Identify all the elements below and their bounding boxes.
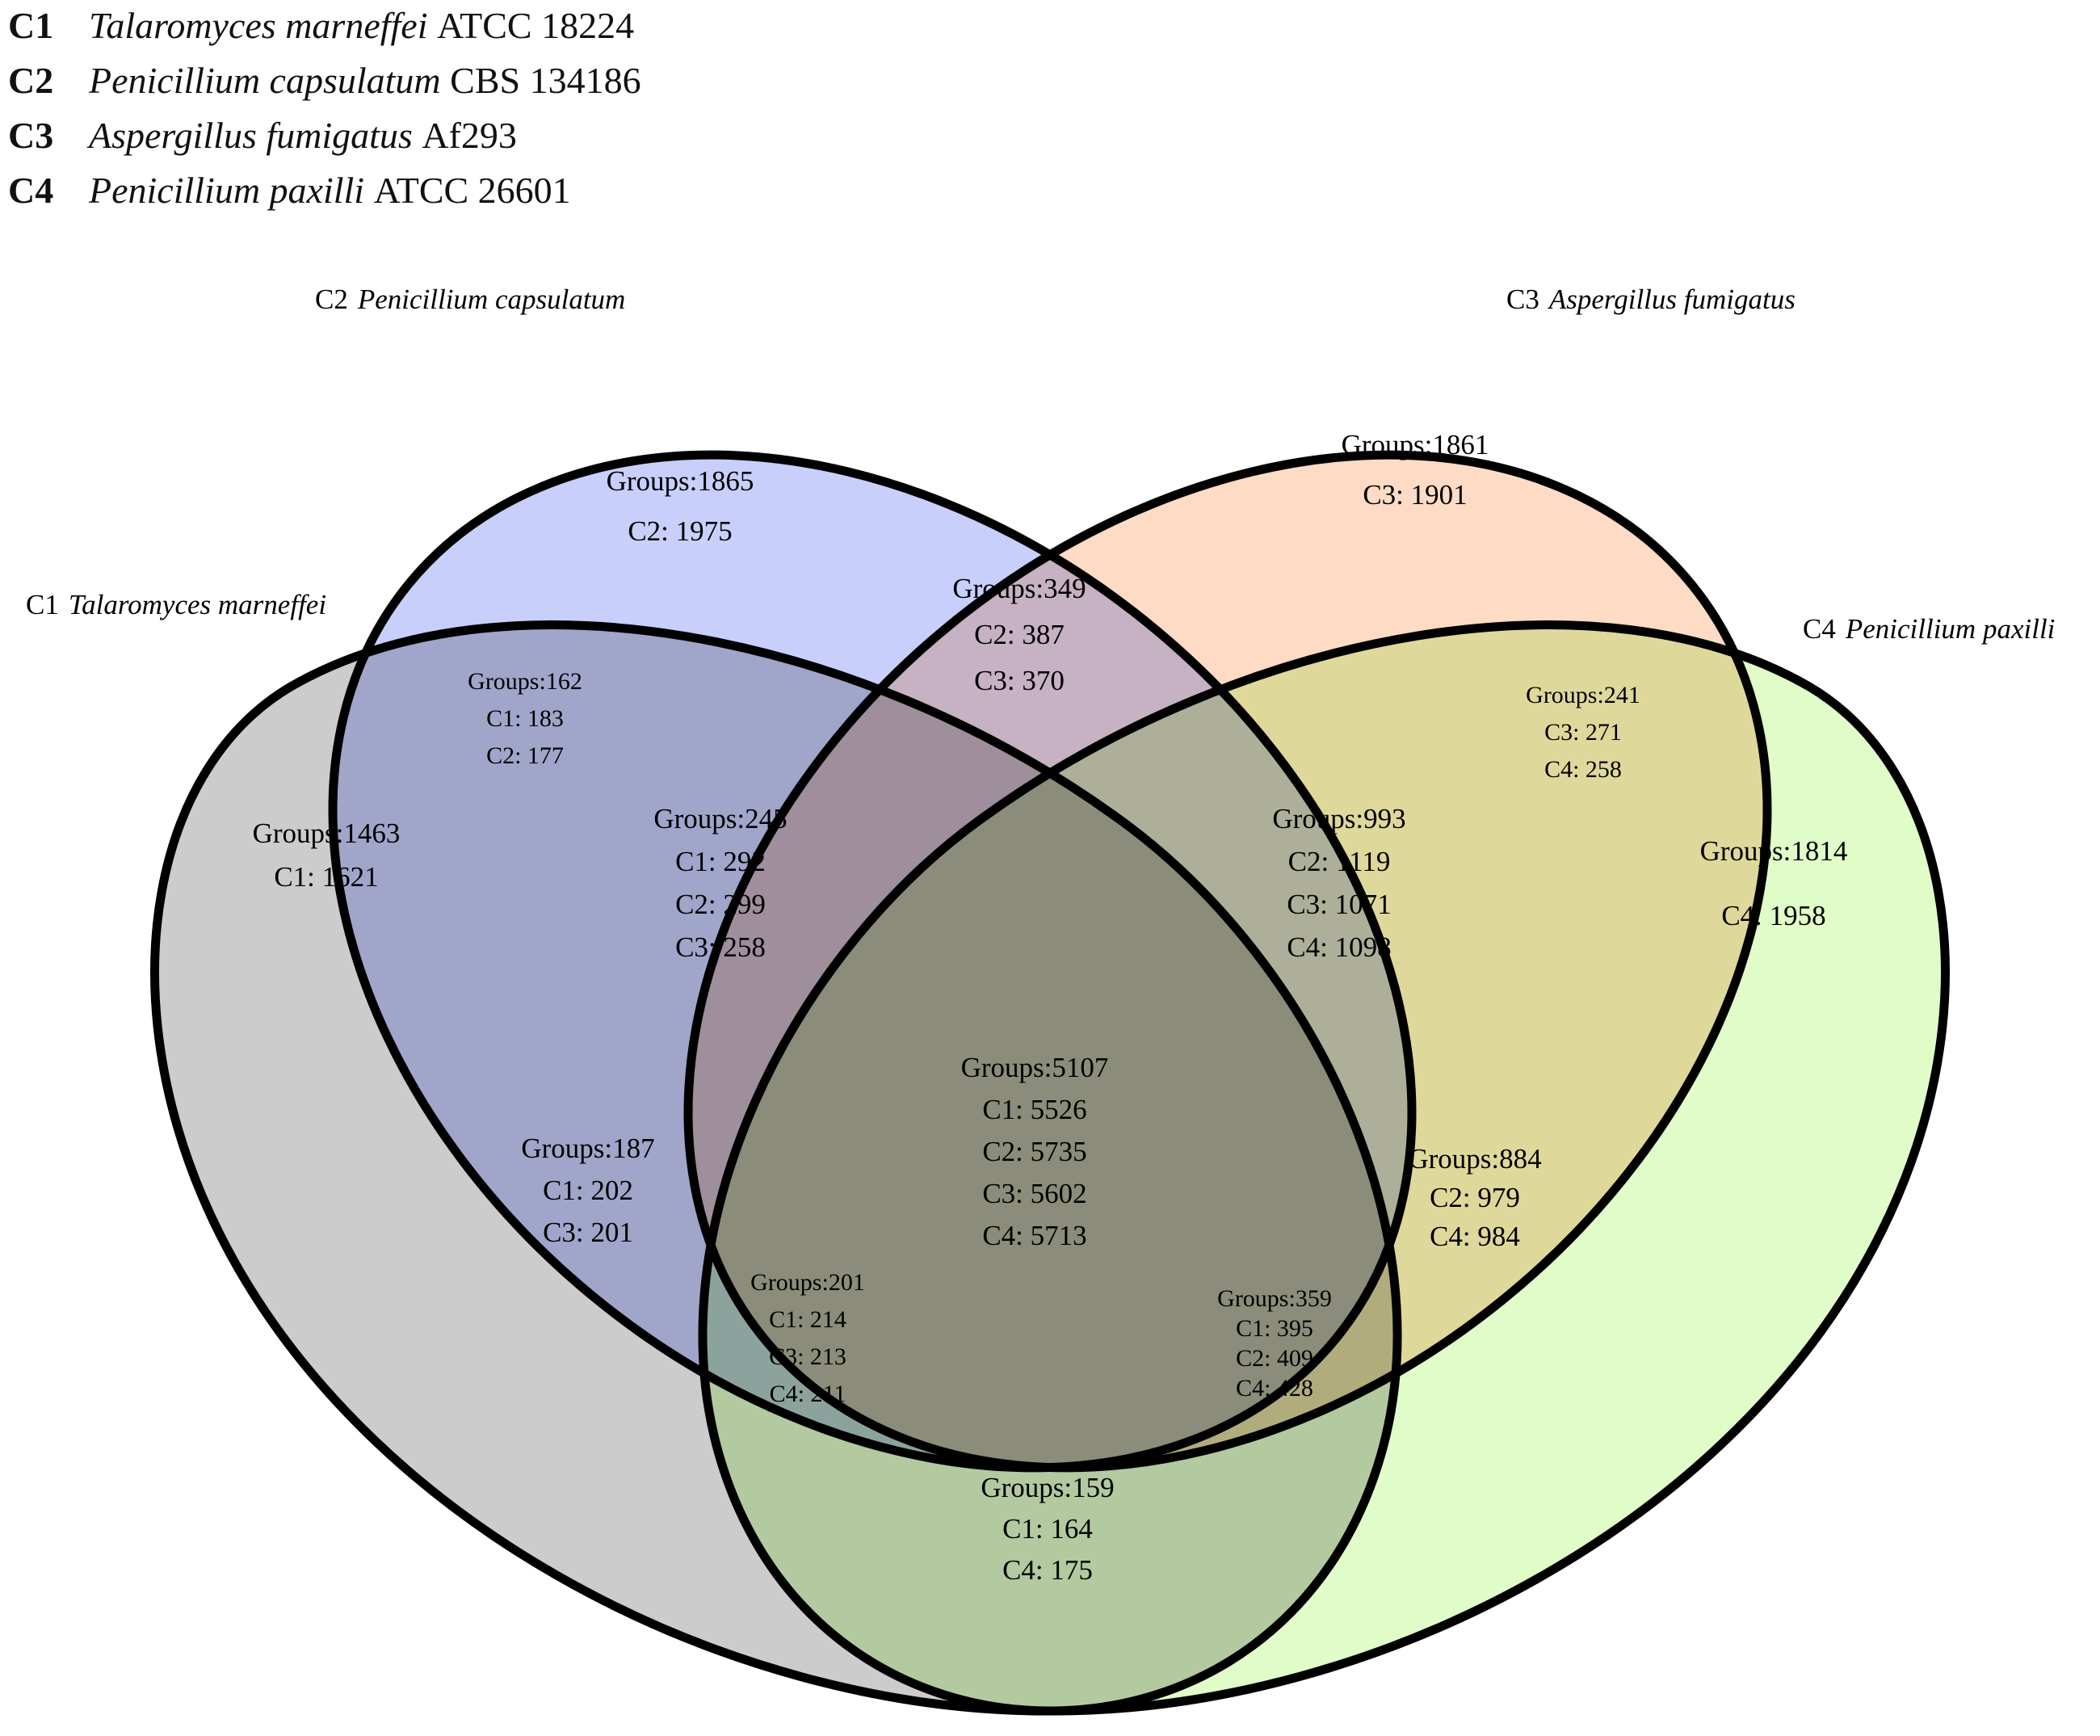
- legend-row-c1: C1 Talaromyces marneffei ATCC 18224: [8, 2, 634, 50]
- region-member-count: C2: 5735: [982, 1136, 1086, 1167]
- region-member-count: C1: 1621: [274, 861, 378, 893]
- set-c4-outline: [698, 620, 1950, 1716]
- legend-strain: ATCC 26601: [373, 170, 571, 211]
- region-member-count: C3: 271: [1544, 719, 1622, 746]
- set-c2-outline: [328, 450, 1417, 1473]
- region-member-count: C3: 213: [769, 1343, 846, 1370]
- region-member-count: C1: 214: [769, 1306, 846, 1333]
- legend-code: C1: [8, 5, 54, 46]
- legend-species: Penicillium capsulatum: [89, 60, 441, 101]
- region-groups-count: Groups:359: [1217, 1285, 1332, 1312]
- region-member-count: C1: 183: [486, 705, 564, 732]
- region-member-count: C4: 5713: [982, 1220, 1086, 1251]
- legend-strain: CBS 134186: [450, 60, 641, 101]
- region-member-count: C1: 5526: [982, 1094, 1086, 1125]
- region-member-count: C1: 164: [1002, 1513, 1093, 1545]
- region-groups-count: Groups:241: [1526, 682, 1640, 708]
- region-groups-count: Groups:159: [981, 1472, 1114, 1503]
- region-member-count: C2: 1975: [628, 515, 732, 547]
- region-member-count: C4: 428: [1236, 1375, 1313, 1402]
- region-member-count: C1: 202: [543, 1175, 633, 1206]
- set-outlines: [150, 450, 1950, 1716]
- legend-row-c2: C2 Penicillium capsulatum CBS 134186: [8, 57, 641, 105]
- region-member-count: C3: 201: [543, 1217, 633, 1248]
- region-groups-count: Groups:245: [653, 803, 787, 834]
- region-groups-count: Groups:187: [521, 1133, 654, 1164]
- legend-species: Penicillium paxilli: [89, 170, 365, 211]
- region-member-count: C1: 292: [675, 846, 766, 877]
- set-c3-outline: [683, 450, 1772, 1473]
- region-member-count: C2: 299: [675, 889, 766, 920]
- region-member-count: C4: 175: [1002, 1554, 1093, 1586]
- region-groups-count: Groups:1814: [1700, 835, 1848, 867]
- region-member-count: C4: 258: [1544, 756, 1622, 783]
- region-groups-count: Groups:993: [1272, 803, 1405, 834]
- region-member-count: C3: 370: [974, 665, 1065, 696]
- legend-code: C4: [8, 170, 54, 211]
- region-member-count: C3: 258: [675, 931, 766, 963]
- region-member-count: C2: 409: [1236, 1345, 1313, 1372]
- region-member-count: C4: 1098: [1287, 931, 1391, 963]
- region-groups-count: Groups:884: [1408, 1143, 1541, 1175]
- region-groups-count: Groups:201: [750, 1269, 865, 1296]
- region-member-count: C2: 177: [486, 742, 564, 769]
- legend-code: C3: [8, 115, 54, 156]
- region-member-count: C4: 984: [1430, 1221, 1520, 1252]
- region-groups-count: Groups:1463: [253, 818, 401, 849]
- legend-strain: ATCC 18224: [437, 5, 635, 46]
- region-groups-count: Groups:349: [952, 573, 1086, 604]
- region-member-count: C3: 1071: [1287, 889, 1391, 920]
- set-fills: [154, 455, 1946, 1712]
- legend-row-c3: C3 Aspergillus fumigatus Af293: [8, 111, 517, 160]
- region-member-count: C2: 387: [974, 619, 1065, 650]
- region-member-count: C4: 211: [770, 1381, 846, 1407]
- legend-code: C2: [8, 60, 54, 101]
- region-groups-count: Groups:162: [468, 668, 582, 695]
- set-c1-outline: [150, 620, 1402, 1716]
- region-groups-count: Groups:1865: [607, 465, 754, 497]
- region-groups-count: Groups:1861: [1342, 429, 1489, 460]
- set-c3-shape: [688, 455, 1767, 1468]
- legend-strain: Af293: [422, 115, 517, 156]
- region-member-count: C1: 395: [1236, 1315, 1313, 1342]
- region-member-count: C3: 5602: [982, 1178, 1086, 1209]
- region-member-count: C3: 1901: [1363, 479, 1467, 511]
- region-member-count: C2: 979: [1430, 1182, 1520, 1213]
- region-member-count: C4: 1958: [1721, 900, 1825, 931]
- legend-row-c4: C4 Penicillium paxilli ATCC 26601: [8, 166, 571, 215]
- legend-species: Talaromyces marneffei: [89, 5, 428, 46]
- region-groups-count: Groups:5107: [961, 1052, 1109, 1083]
- region-member-count: C2: 1119: [1288, 846, 1391, 877]
- legend-species: Aspergillus fumigatus: [89, 115, 413, 156]
